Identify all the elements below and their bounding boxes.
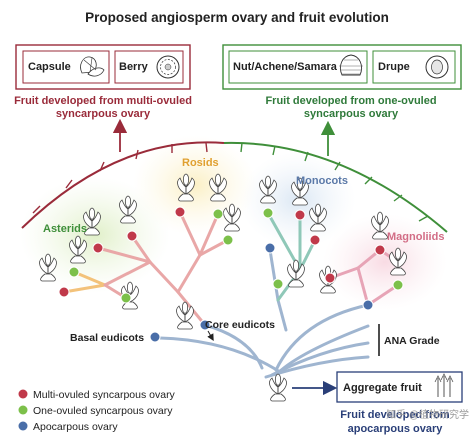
multi-ovuled-arc	[21, 141, 225, 229]
flower-icon	[389, 247, 407, 276]
legend: Multi-ovuled syncarpous ovary One-ovuled…	[18, 389, 176, 433]
node-dot	[392, 279, 404, 291]
legend-label-multi-ovuled: Multi-ovuled syncarpous ovary	[33, 389, 176, 401]
basal-eudicots-label: Basal eudicots	[70, 332, 144, 344]
node-dot	[262, 207, 274, 219]
clade-label-rosids: Rosids	[182, 157, 219, 169]
aggregate-fruit-label: Aggregate fruit	[343, 382, 422, 394]
flower-icon	[309, 203, 327, 232]
flower-icon	[269, 373, 287, 402]
node-dot	[264, 242, 276, 254]
berry-label: Berry	[119, 61, 149, 73]
flower-icon	[69, 235, 87, 264]
node-dot	[92, 242, 104, 254]
capsule-label: Capsule	[28, 61, 71, 73]
flower-icon	[223, 203, 241, 232]
node-dot	[149, 331, 161, 343]
node-dot	[212, 208, 224, 220]
node-dot	[199, 319, 211, 331]
berry-icon	[156, 55, 180, 79]
ana-grade-label: ANA Grade	[384, 335, 440, 347]
legend-label-one-ovuled: One-ovuled syncarpous ovary	[33, 405, 173, 417]
core-eudicots-label: Core eudicots	[205, 319, 275, 331]
node-dot	[120, 292, 132, 304]
one-ovuled-caption-line1: Fruit developed from one-ovuled	[265, 95, 436, 107]
node-dot	[68, 266, 80, 278]
one-ovuled-fruit-box: Nut/Achene/Samara Drupe	[222, 44, 462, 90]
magnoliids-region	[323, 214, 447, 310]
node-dot	[309, 234, 321, 246]
node-dot	[324, 272, 336, 284]
clade-label-magnoliids: Magnoliids	[387, 231, 444, 243]
watermark: 知乎 @植物研究学	[386, 408, 469, 421]
legend-swatch-apocarpous	[18, 421, 28, 431]
node-dots	[58, 206, 404, 343]
capsule-icon	[80, 56, 105, 77]
node-dot	[374, 244, 386, 256]
flower-icon	[287, 259, 305, 288]
aggregate-fruit-icon	[434, 373, 454, 397]
flower-icon	[259, 175, 277, 204]
legend-swatch-one-ovuled	[18, 405, 28, 415]
node-dot	[272, 278, 284, 290]
flower-icon	[371, 211, 389, 240]
node-dot	[174, 206, 186, 218]
node-dot	[294, 209, 306, 221]
flower-icon	[176, 301, 194, 330]
one-ovuled-caption-line2: syncarpous ovary	[304, 108, 399, 120]
node-dot	[58, 286, 70, 298]
clade-label-monocots: Monocots	[296, 175, 348, 187]
flower-icon	[119, 195, 137, 224]
apocarpous-caption-line1: Fruit developed from	[340, 409, 450, 421]
node-dot	[126, 230, 138, 242]
drupe-label: Drupe	[378, 61, 410, 73]
aggregate-fruit-box: Aggregate fruit	[336, 371, 463, 403]
flower-icon	[177, 173, 195, 202]
flower-icon	[209, 173, 227, 202]
flower-icon	[39, 253, 57, 282]
legend-swatch-multi-ovuled	[18, 389, 28, 399]
clade-label-asterids: Asterids	[43, 223, 87, 235]
multi-ovuled-caption-line1: Fruit developed from multi-ovuled	[14, 95, 192, 107]
figure-title: Proposed angiosperm ovary and fruit evol…	[85, 10, 389, 25]
node-dot	[222, 234, 234, 246]
one-ovuled-arc	[223, 141, 448, 233]
node-dot	[362, 299, 374, 311]
legend-label-apocarpous: Apocarpous ovary	[33, 421, 118, 433]
multi-ovuled-caption-line2: syncarpous ovary	[56, 108, 151, 120]
core-eudicots-pointer	[207, 330, 214, 342]
nut-achene-samara-label: Nut/Achene/Samara	[233, 61, 338, 73]
multi-ovuled-fruit-box: Capsule Berry	[15, 44, 191, 90]
drupe-icon	[425, 55, 449, 79]
apocarpous-caption-line2: apocarpous ovary	[348, 423, 444, 435]
nut-icon	[339, 54, 363, 76]
